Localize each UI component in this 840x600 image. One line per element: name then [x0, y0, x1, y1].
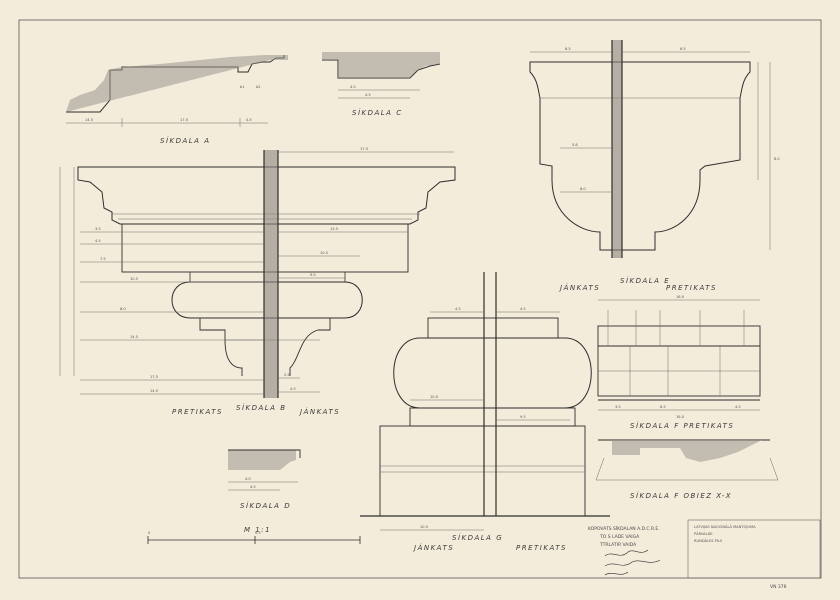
svg-text:10.0: 10.0	[430, 395, 439, 399]
note-1: KOPOVATS SÍKDALAN A.D.C.R.E.	[588, 525, 660, 532]
svg-text:0: 0	[148, 531, 151, 535]
profile-f-section	[595, 439, 779, 481]
profile-a: 14.5 17.5 4.5 b1 b2	[66, 55, 288, 127]
svg-text:4.0: 4.0	[245, 477, 251, 481]
svg-text:0.5: 0.5	[255, 531, 261, 535]
svg-text:14.5: 14.5	[150, 389, 158, 393]
profile-b: 17.5 3.5 4.5 7.5 10.5 8.0 14.5 17.5 14.5…	[59, 147, 456, 398]
title-line-1: LATVIJAS NACIONĀLĀ MANTOJUMA	[694, 524, 756, 529]
svg-text:10.5: 10.5	[130, 277, 138, 281]
svg-text:8.0: 8.0	[774, 157, 780, 161]
svg-text:17.5: 17.5	[360, 147, 368, 151]
svg-text:10.5: 10.5	[420, 525, 428, 529]
title-block-frame	[687, 519, 821, 579]
svg-text:4.5: 4.5	[455, 307, 461, 311]
label-scale: M 1:1	[244, 526, 271, 534]
svg-text:6.5: 6.5	[680, 47, 686, 51]
svg-text:4.5: 4.5	[520, 307, 526, 311]
label-g: SÍKDALA G	[452, 533, 503, 542]
sheet-code: VN 376	[770, 584, 787, 590]
label-g-left: JÁNKATS	[412, 543, 454, 552]
scale-bar: 0 0.5	[147, 531, 361, 544]
svg-text:14.5: 14.5	[130, 335, 138, 339]
svg-text:9.5: 9.5	[310, 273, 316, 277]
svg-text:4.5: 4.5	[246, 118, 252, 122]
label-b-left: PRETIKATS	[172, 408, 223, 416]
svg-text:10.5: 10.5	[320, 251, 328, 255]
svg-text:16.0: 16.0	[676, 295, 685, 299]
svg-text:b1: b1	[240, 85, 245, 89]
svg-text:8.5: 8.5	[660, 405, 666, 409]
profile-d: 4.0 4.5	[228, 449, 301, 491]
sheet-border	[18, 19, 822, 579]
label-b-right: JÁNKATS	[298, 407, 340, 416]
svg-text:b2: b2	[256, 85, 261, 89]
svg-text:13.5: 13.5	[330, 227, 338, 231]
note-2: TO S LADE VAIGA	[599, 534, 640, 540]
label-g-right: PRETIKATS	[516, 544, 567, 552]
label-d: SÍKDALA D	[240, 501, 291, 510]
profile-e: 6.5 6.5 5.8 8.0 8.0	[529, 40, 780, 258]
label-e-right: PRETIKATS	[666, 284, 717, 292]
svg-text:3.5: 3.5	[615, 405, 621, 409]
label-f2: SÍKDALA F OBIEZ X-X	[630, 491, 732, 500]
title-line-3: RUNDĀLES PILS	[694, 538, 723, 543]
svg-text:4.5: 4.5	[290, 387, 296, 391]
label-a: SÍKDALA A	[160, 136, 210, 145]
svg-text:4.5: 4.5	[350, 85, 356, 89]
title-line-2: PĀRVALDE	[694, 531, 713, 536]
label-e: SÍKDALA E	[620, 276, 670, 285]
profile-f: 16.0 3.5 8.5 4.5 16.0	[597, 295, 761, 419]
svg-text:17.5: 17.5	[150, 375, 158, 379]
svg-text:3.5: 3.5	[95, 227, 101, 231]
label-e-left: JÁNKATS	[558, 283, 600, 292]
label-b: SÍKDALA B	[236, 403, 287, 412]
svg-text:14.5: 14.5	[85, 118, 93, 122]
svg-text:9.5: 9.5	[520, 415, 526, 419]
svg-text:7.5: 7.5	[100, 257, 106, 261]
signatures	[604, 549, 661, 576]
svg-text:8.0: 8.0	[580, 187, 586, 191]
svg-text:4.5: 4.5	[250, 485, 256, 489]
svg-text:4.5: 4.5	[95, 239, 101, 243]
svg-text:8.0: 8.0	[120, 307, 126, 311]
svg-text:6.5: 6.5	[565, 47, 571, 51]
svg-text:4.5: 4.5	[365, 93, 371, 97]
note-3: TTRLATIR VAIDA	[599, 542, 637, 548]
label-f: SÍKDALA F PRETIKATS	[630, 421, 734, 430]
svg-text:2.5: 2.5	[284, 373, 290, 377]
profile-c: 4.5 4.5	[322, 52, 441, 99]
svg-text:5.8: 5.8	[572, 143, 578, 147]
svg-text:16.0: 16.0	[676, 415, 685, 419]
svg-text:17.5: 17.5	[180, 118, 188, 122]
profile-g: 4.5 4.5 10.0 9.5 10.5	[360, 272, 610, 531]
label-c: SÍKDALA C	[352, 108, 403, 117]
svg-text:4.5: 4.5	[735, 405, 741, 409]
